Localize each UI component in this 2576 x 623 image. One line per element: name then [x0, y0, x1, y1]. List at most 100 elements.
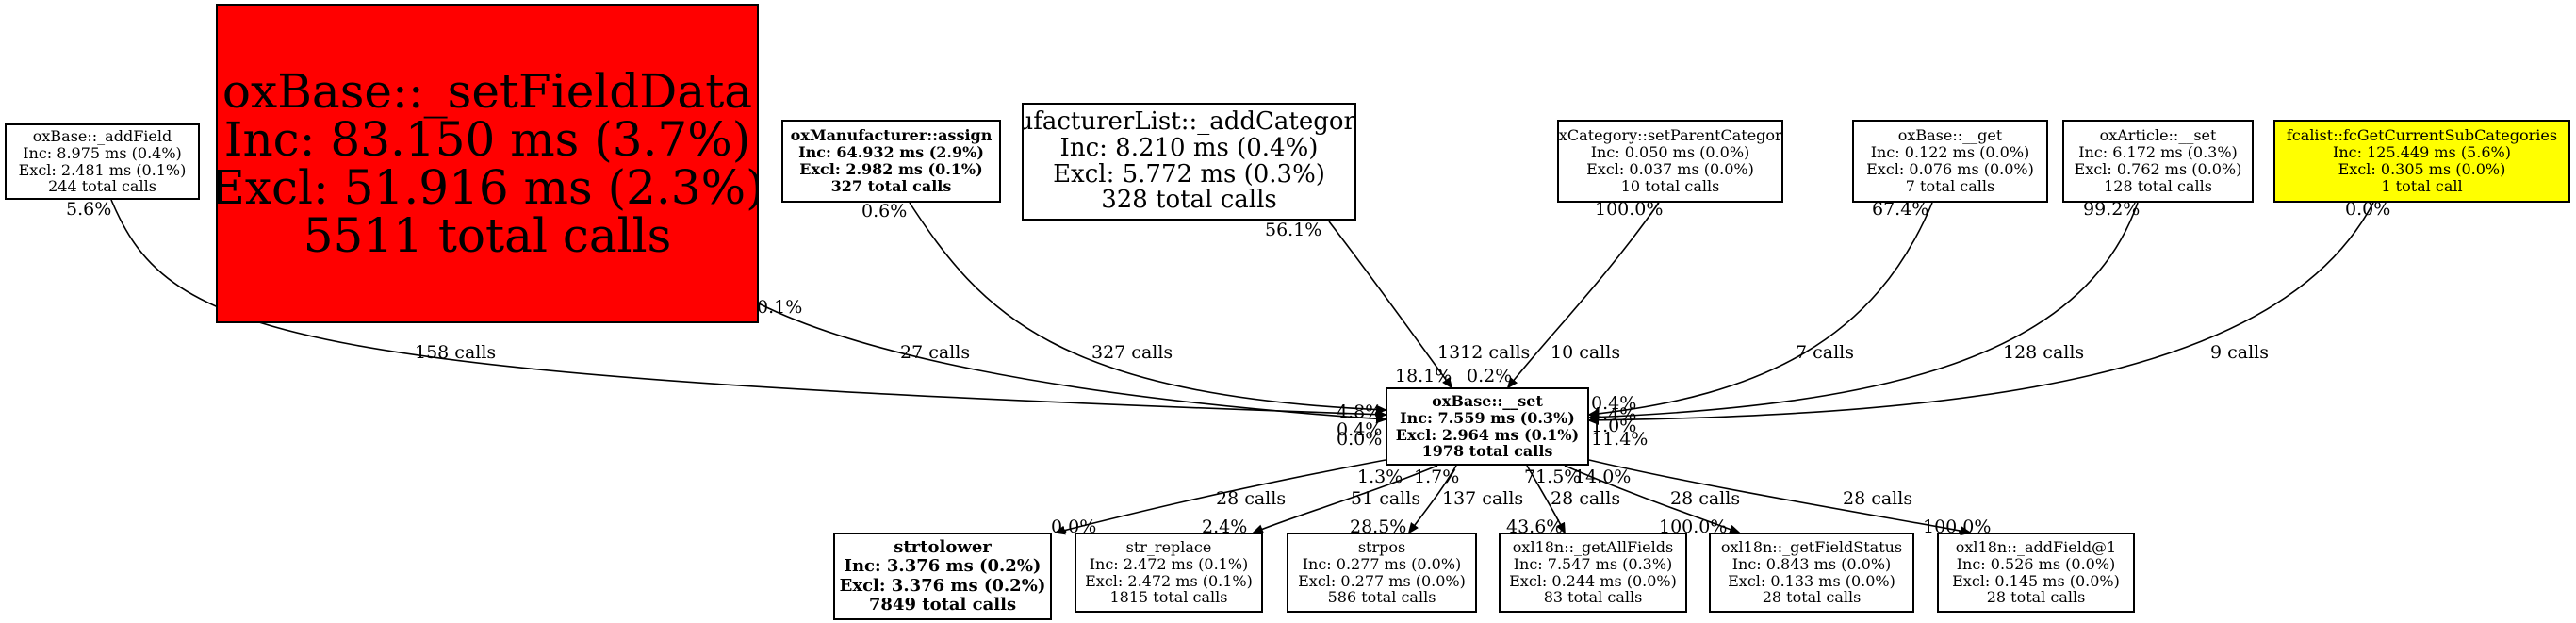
node-strtolower[interactable]: strtolower Inc: 3.376 ms (0.2%) Excl: 3.…: [833, 533, 1052, 620]
edge-set-to-strtolower: [1054, 459, 1386, 535]
edge-label-percent: 100.0%: [1923, 516, 1991, 537]
edge-label-percent: 0.6%: [861, 201, 907, 221]
node-inclusive-time: Inc: 8.210 ms (0.4%): [1059, 133, 1319, 162]
node-name: oxBase::_setFieldData: [222, 63, 753, 119]
node-exclusive-time: Excl: 0.244 ms (0.0%): [1509, 571, 1677, 590]
edge-label-percent: 0.4%: [1337, 419, 1382, 440]
edge-label-percent: 4.8%: [1337, 402, 1382, 422]
edge-label-calls: 9 calls: [2210, 342, 2269, 363]
edge-label-calls: 1312 calls: [1437, 342, 1530, 363]
edge-label-calls: 10 calls: [1551, 342, 1620, 363]
edge-label-calls: 158 calls: [415, 342, 496, 363]
node-exclusive-time: Excl: 51.916 ms (2.3%): [216, 159, 759, 215]
edge-label-calls: 51 calls: [1351, 488, 1420, 509]
edge-mfList-to-set: [1328, 221, 1453, 389]
edge-label-percent: 56.1%: [1265, 220, 1321, 240]
edge-label-percent: 11.4%: [1591, 429, 1648, 450]
node-exclusive-time: Excl: 5.772 ms (0.3%): [1053, 159, 1325, 189]
node-str-replace[interactable]: str_replace Inc: 2.472 ms (0.1%) Excl: 2…: [1075, 533, 1263, 613]
edge-set-to-strReplace: [1252, 465, 1438, 533]
node-inclusive-time: Inc: 125.449 ms (5.6%): [2333, 143, 2511, 162]
edge-label-percent: 0.2%: [1467, 366, 1512, 386]
node-total-calls: 7849 total calls: [868, 594, 1017, 615]
node-total-calls: 328 total calls: [1101, 186, 1277, 215]
node-name: strpos: [1357, 537, 1406, 556]
node-total-calls: 244 total calls: [48, 177, 156, 196]
node-oxmanufacturer-assign[interactable]: oxManufacturer::assign Inc: 64.932 ms (2…: [781, 120, 1001, 203]
edge-label-calls: 327 calls: [1091, 342, 1173, 363]
edge-set-to-addField1: [1588, 459, 1972, 536]
node-exclusive-time: Excl: 2.472 ms (0.1%): [1085, 571, 1253, 590]
edge-label-percent: 100.0%: [1595, 199, 1663, 220]
node-name: oxl18n::_addField@1: [1955, 537, 2117, 556]
node-exclusive-time: Excl: 0.762 ms (0.0%): [2074, 160, 2242, 178]
node-strpos[interactable]: strpos Inc: 0.277 ms (0.0%) Excl: 0.277 …: [1287, 533, 1477, 613]
node-name: oxCategory::setParentCategory: [1557, 126, 1783, 145]
node-total-calls: 327 total calls: [830, 176, 952, 195]
node-fcalist-fcgetcurrentsubcategories[interactable]: fcalist::fcGetCurrentSubCategories Inc: …: [2273, 120, 2570, 203]
node-exclusive-time: Excl: 0.277 ms (0.0%): [1298, 571, 1466, 590]
edge-label-calls: 137 calls: [1442, 488, 1523, 509]
node-total-calls: 10 total calls: [1620, 176, 1720, 195]
node-exclusive-time: Excl: 2.964 ms (0.1%): [1395, 425, 1580, 444]
edge-label-percent: 14.0%: [1574, 467, 1631, 487]
node-total-calls: 128 total calls: [2104, 176, 2212, 195]
node-oxbase-setfielddata[interactable]: oxBase::_setFieldData Inc: 83.150 ms (3.…: [216, 4, 759, 323]
edge-label-percent: 18.1%: [1395, 366, 1452, 386]
node-total-calls: 1978 total calls: [1421, 442, 1553, 461]
edge-label-calls: 28 calls: [1216, 488, 1286, 509]
node-oxarticle-set[interactable]: oxArticle::__set Inc: 6.172 ms (0.3%) Ex…: [2062, 120, 2254, 203]
edge-articleSet-to-set: [1587, 202, 2139, 422]
node-oxl18n-getallfields[interactable]: oxl18n::_getAllFields Inc: 7.547 ms (0.3…: [1499, 533, 1687, 613]
edge-setFieldData-to-set: [758, 303, 1387, 424]
node-total-calls: 7 total calls: [1905, 176, 1995, 195]
node-oxl18n-addfield1[interactable]: oxl18n::_addField@1 Inc: 0.526 ms (0.0%)…: [1937, 533, 2135, 613]
edge-baseGet-to-set: [1587, 202, 1933, 418]
edge-label-calls: 27 calls: [900, 342, 970, 363]
node-name: oxBase::__get: [1897, 126, 2003, 145]
node-inclusive-time: Inc: 6.172 ms (0.3%): [2078, 143, 2238, 162]
node-exclusive-time: Excl: 0.305 ms (0.0%): [2338, 160, 2506, 178]
edge-label-calls: 28 calls: [1551, 488, 1620, 509]
node-oxbase-get[interactable]: oxBase::__get Inc: 0.122 ms (0.0%) Excl:…: [1852, 120, 2048, 203]
node-name: oxl18n::_getAllFields: [1512, 537, 1674, 556]
node-inclusive-time: Inc: 7.559 ms (0.3%): [1400, 408, 1575, 427]
edge-label-calls: 28 calls: [1843, 488, 1912, 509]
node-inclusive-time: Inc: 0.122 ms (0.0%): [1870, 143, 2030, 162]
node-oxmanufacturerlist-addcategoryfields[interactable]: oxManufacturerList::_addCategoryFields I…: [1022, 103, 1356, 221]
edge-label-percent: 99.2%: [2083, 199, 2140, 220]
edge-label-percent: 0.0%: [1337, 429, 1382, 450]
edge-label-percent: 1.3%: [1357, 467, 1403, 487]
node-total-calls: 28 total calls: [1986, 588, 2086, 607]
node-oxcategory-setparentcategory[interactable]: oxCategory::setParentCategory Inc: 0.050…: [1557, 120, 1783, 203]
node-total-calls: 83 total calls: [1543, 588, 1643, 607]
node-oxbase-addfield[interactable]: oxBase::_addField Inc: 8.975 ms (0.4%) E…: [5, 123, 200, 200]
node-name: fcalist::fcGetCurrentSubCategories: [2286, 126, 2558, 145]
node-inclusive-time: Inc: 2.472 ms (0.1%): [1089, 554, 1249, 573]
node-oxl18n-getfieldstatus[interactable]: oxl18n::_getFieldStatus Inc: 0.843 ms (0…: [1709, 533, 1914, 613]
node-inclusive-time: Inc: 7.547 ms (0.3%): [1513, 554, 1673, 573]
edge-label-calls: 28 calls: [1670, 488, 1740, 509]
node-inclusive-time: Inc: 0.050 ms (0.0%): [1590, 143, 1750, 162]
node-exclusive-time: Excl: 3.376 ms (0.2%): [839, 575, 1046, 596]
edge-set-to-getAllFields: [1526, 465, 1566, 534]
node-inclusive-time: Inc: 64.932 ms (2.9%): [798, 143, 984, 162]
edge-label-percent: 0.0%: [2345, 199, 2390, 220]
node-exclusive-time: Excl: 0.037 ms (0.0%): [1586, 160, 1754, 178]
edge-label-percent: 28.5%: [1350, 516, 1406, 537]
node-inclusive-time: Inc: 0.277 ms (0.0%): [1302, 554, 1462, 573]
edge-set-to-getFieldStatus: [1564, 465, 1741, 534]
node-exclusive-time: Excl: 2.982 ms (0.1%): [799, 160, 983, 178]
node-exclusive-time: Excl: 0.133 ms (0.0%): [1728, 571, 1895, 590]
edge-label-percent: 100.0%: [1659, 516, 1727, 537]
edge-label-percent: 1.0%: [1591, 416, 1636, 436]
edge-set-to-strpos: [1407, 465, 1457, 534]
node-inclusive-time: Inc: 83.150 ms (3.7%): [223, 111, 751, 167]
node-oxbase-set-center[interactable]: oxBase::__set Inc: 7.559 ms (0.3%) Excl:…: [1386, 387, 1589, 466]
edge-label-calls: 128 calls: [2003, 342, 2084, 363]
edge-label-percent: 0.1%: [757, 297, 802, 318]
node-name: str_replace: [1125, 537, 1212, 556]
node-total-calls: 1815 total calls: [1109, 588, 1228, 607]
node-name: oxManufacturerList::_addCategoryFields: [1024, 107, 1355, 137]
